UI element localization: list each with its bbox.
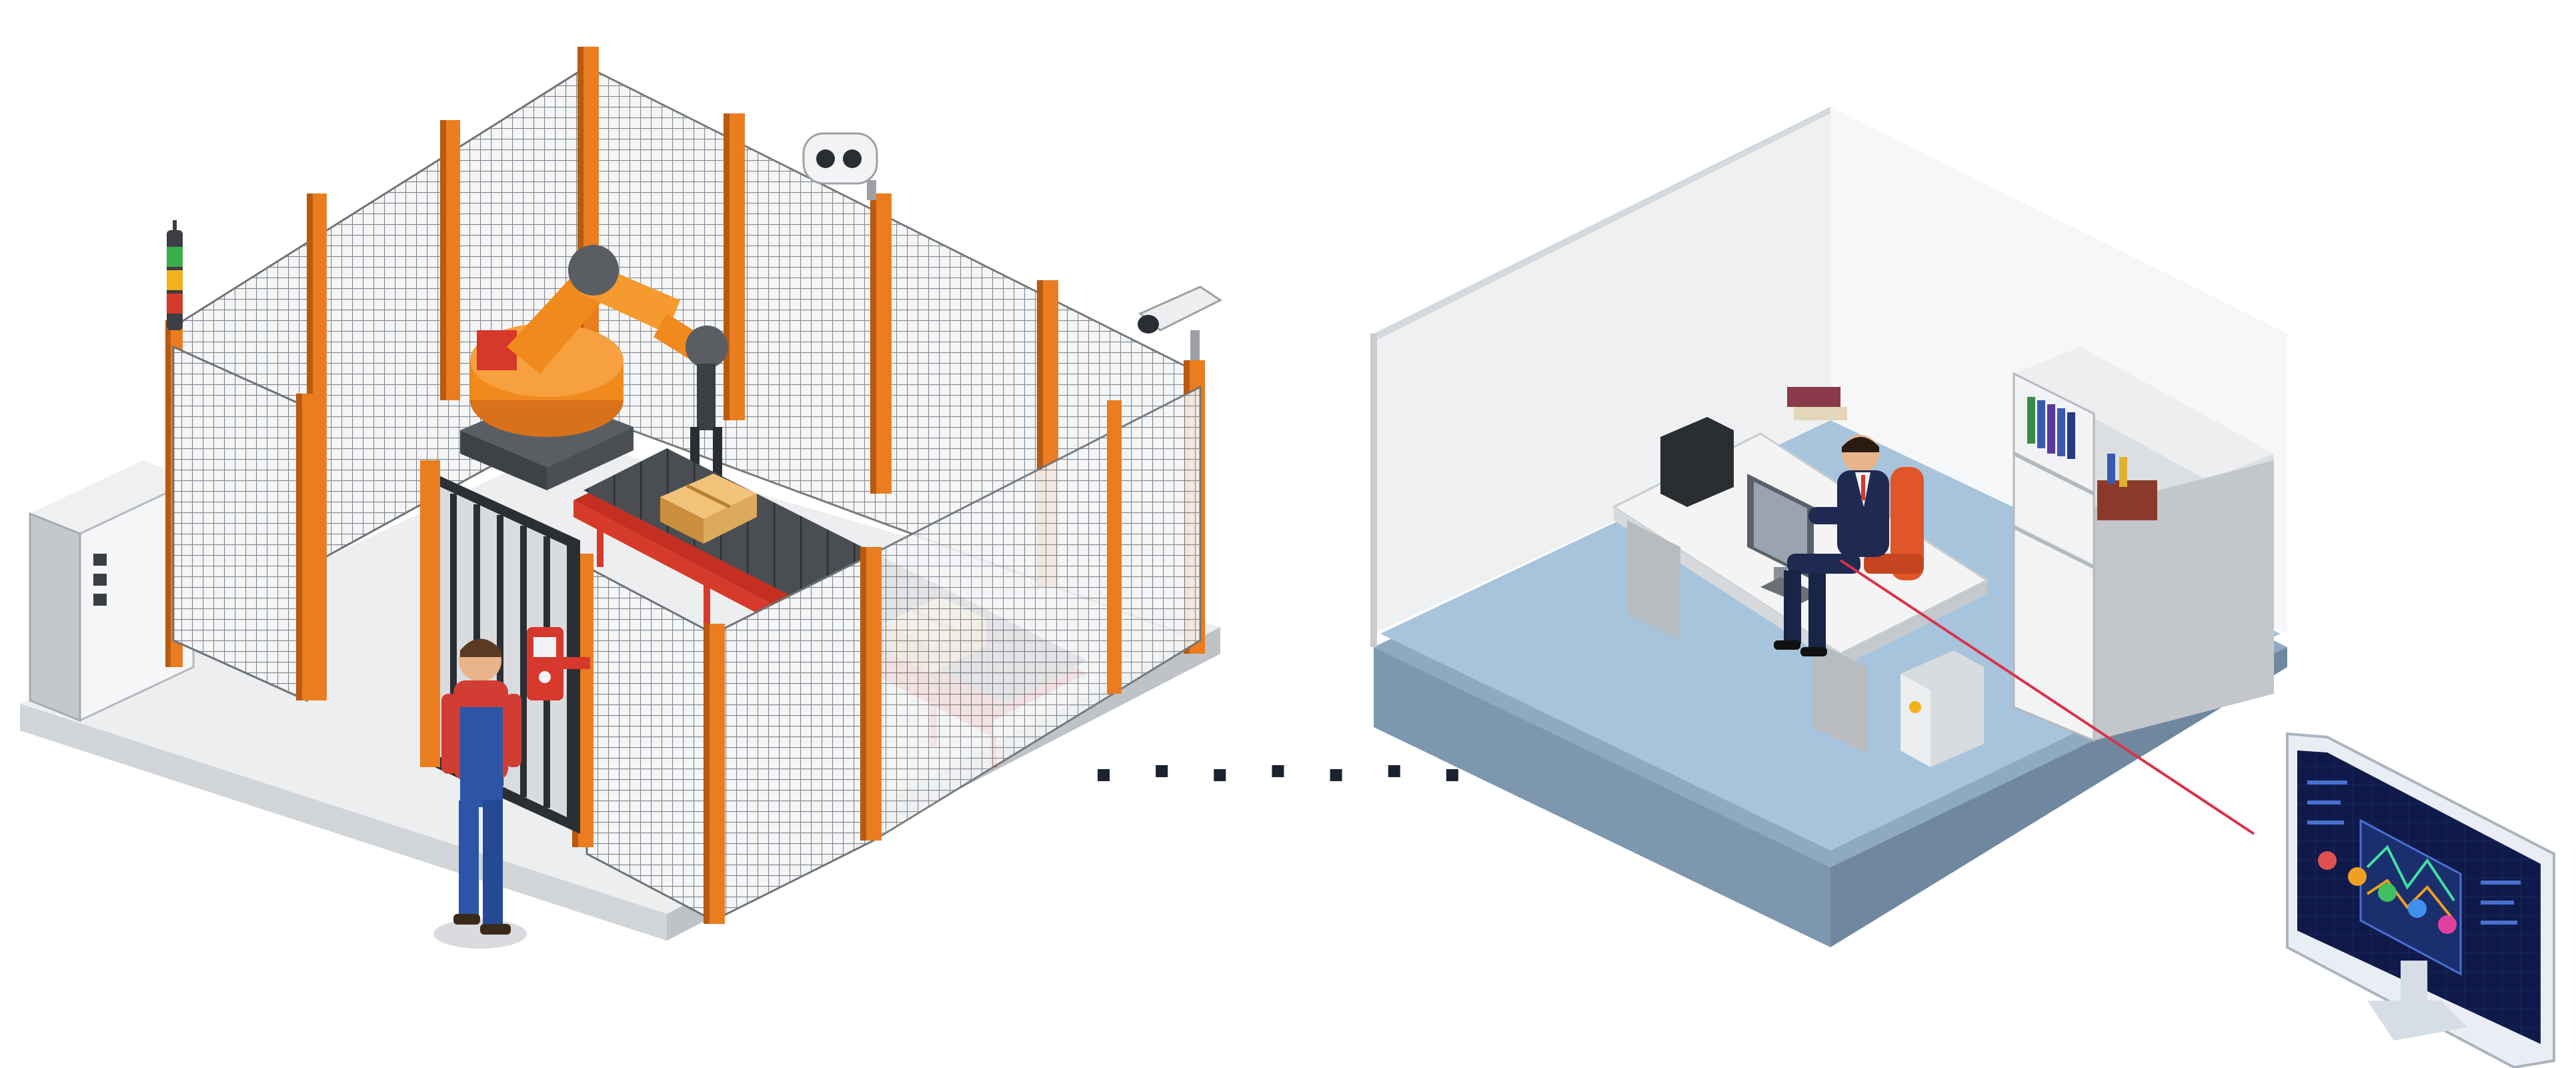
worker-icon bbox=[433, 638, 527, 949]
bookshelf-icon bbox=[2013, 347, 2274, 742]
industrial-robot-arm-icon bbox=[460, 245, 728, 490]
status-indicator bbox=[2348, 867, 2367, 886]
office-chair bbox=[1864, 467, 1924, 580]
desktop-monitor-icon bbox=[1747, 474, 1820, 604]
book-stack bbox=[1794, 407, 1847, 420]
link-dot bbox=[1446, 769, 1458, 781]
security-camera-icon bbox=[1138, 286, 1222, 360]
status-indicator bbox=[2318, 851, 2337, 870]
link-dot bbox=[1098, 769, 1110, 781]
safety-fence-icon bbox=[172, 345, 1202, 924]
ceiling-sensor-icon bbox=[802, 132, 878, 200]
status-indicator bbox=[2408, 899, 2427, 918]
link-beam bbox=[1839, 559, 2255, 835]
cardboard-box-icon bbox=[660, 474, 757, 544]
pc-tower-icon bbox=[1660, 417, 1984, 767]
link-dot bbox=[1388, 765, 1400, 777]
status-indicator bbox=[2378, 883, 2397, 902]
office-room-icon bbox=[1370, 107, 2287, 947]
link-dot bbox=[1214, 769, 1226, 781]
network-link-dots bbox=[1098, 765, 1516, 781]
link-dot bbox=[1156, 765, 1168, 777]
link-dot bbox=[1330, 769, 1342, 781]
control-cabinet-icon bbox=[29, 460, 195, 722]
dashboard-monitor-icon bbox=[2286, 732, 2555, 1068]
factory-cell bbox=[20, 47, 1222, 949]
link-dot bbox=[1272, 765, 1284, 777]
signal-tower-light-icon bbox=[167, 220, 183, 330]
book-stack bbox=[1787, 387, 1840, 407]
door-lock-panel-icon bbox=[527, 627, 590, 700]
dashboard-indicators bbox=[2318, 851, 2457, 934]
operator-icon bbox=[1774, 435, 1889, 656]
status-indicator bbox=[2438, 915, 2457, 934]
